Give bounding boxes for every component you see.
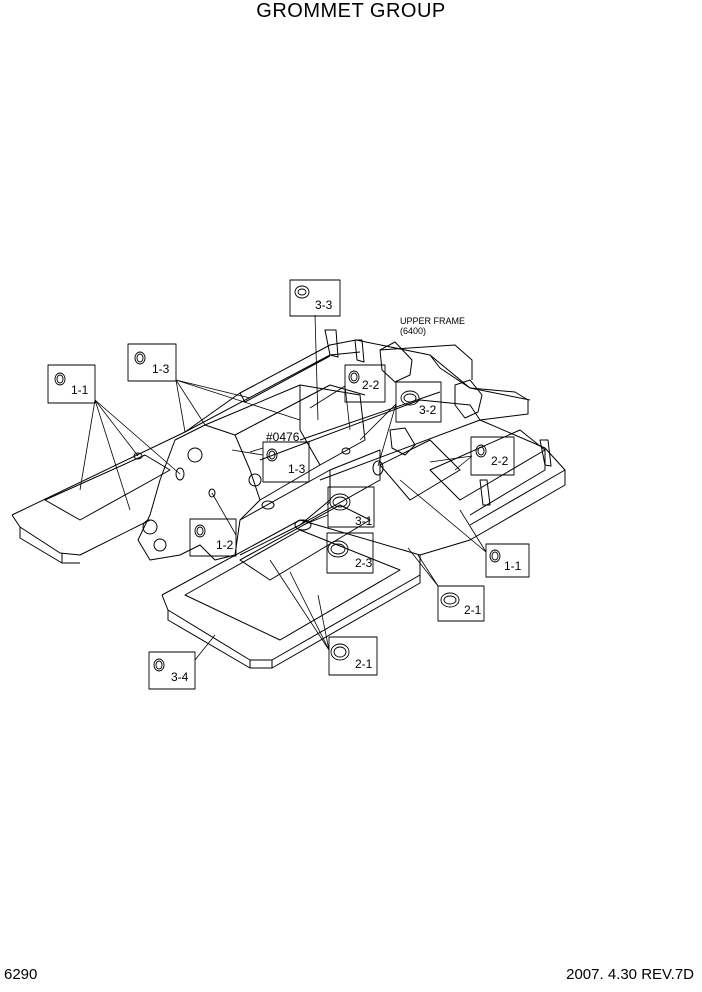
page-title: GROMMET GROUP [256,0,446,22]
grommet-icons [54,285,501,672]
callout-label: 1-1 [504,559,522,573]
callout-label: 1-2 [216,538,234,552]
callout-label: 3-4 [171,670,189,684]
callout-label: 3-1 [355,514,373,528]
callout-label: 2-1 [464,603,482,617]
page-number: 6290 [4,966,38,983]
boom-support [133,329,552,581]
callout-label: 2-2 [491,454,509,468]
callout-label: 3-3 [315,298,333,312]
callout-label: 2-1 [355,657,373,671]
frame-label-line1: UPPER FRAME [400,316,465,326]
callout-label: 2-3 [355,556,373,570]
callout-label: 1-3 [152,362,170,376]
callout-label: 2-2 [362,378,380,392]
callout-label: 1-1 [71,383,89,397]
leader-lines [79,314,487,661]
callout-label: 3-2 [419,403,437,417]
frame-label-line2: (6400) [400,326,426,336]
callout-label: 1-3 [288,462,306,476]
frame-outline [11,339,566,669]
reference-number: #0476 [266,430,300,444]
callout-boxes [47,279,530,690]
revision-date: 2007. 4.30 REV.7D [566,966,694,983]
